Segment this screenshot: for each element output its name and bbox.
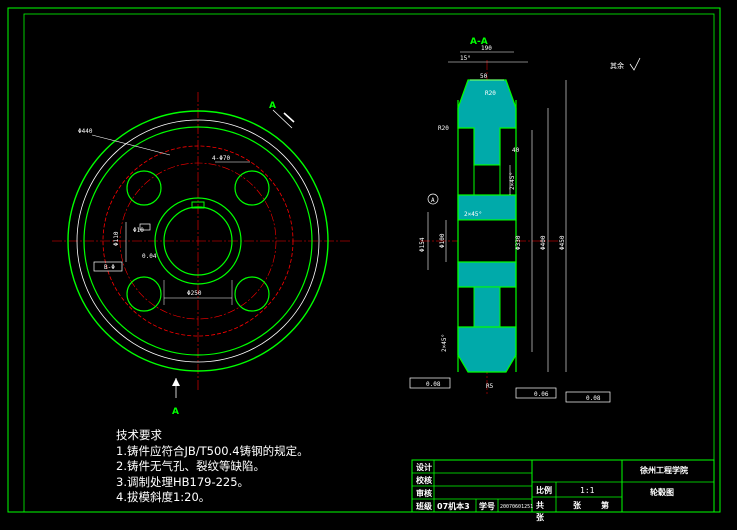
chamfer3-label: 2×45° [441,334,448,352]
note-item-3: 3.调制处理HB179-225。 [116,474,250,489]
od1-label: Φ400 [540,235,547,250]
datum-circle [427,193,439,205]
datum-letter: A [431,197,435,204]
rim-edge-circle [76,119,320,363]
od-label: Φ440 [78,128,93,135]
tol-box [139,223,151,231]
bore [457,219,517,263]
front-view: Φ440 4-Φ70 Φ250 Φ110 Φ10 B-Φ 0.04 A A [52,92,350,417]
section-cut-top [283,112,295,123]
top-width-label: 190 [481,45,492,52]
outer-frame [7,7,721,513]
arrow-head [172,378,180,386]
tb-check-label: 校核 [416,475,432,485]
tol-frame-mid [515,387,557,399]
tb-total-label: 共 [536,500,544,510]
section-arrow-top [272,109,293,129]
section-marker-top: A [269,101,276,111]
technical-requirements: 技术要求 1.铸件应符合JB/T500.4铸钢的规定。 2.铸件无气孔、裂纹等缺… [116,428,309,506]
note-item-2: 2.铸件无气孔、裂纹等缺陷。 [116,459,265,473]
bottom-tol1-label: 0.08 [426,381,441,388]
hub-bottom-section [457,261,517,288]
tb-student-id-label: 学号 [479,501,495,511]
rim-inner-circle [83,126,313,356]
section-marker-bottom: A [172,407,179,417]
hub-outer-circle [154,197,242,285]
tb-class-label: 班级 [416,501,433,511]
outer-rim-circle [67,110,329,372]
tb-page-label: 第 [601,500,609,510]
note-item-1: 1.铸件应符合JB/T500.4铸钢的规定。 [116,443,309,458]
bolt-hole-tl [126,170,162,206]
od2-label: Φ450 [559,235,566,250]
chamfer2-label: 2×45° [464,211,482,218]
keyway-label: B-Φ [104,264,115,271]
hub-od-label: Φ154 [419,237,426,252]
tb-scale-label: 比例 [536,485,552,495]
hub-dia-label: Φ110 [113,231,120,246]
web-thick-label: 40 [512,147,520,154]
datum-box [93,261,123,272]
datum-note-label: 0.04 [142,253,157,260]
r20-label: R20 [438,125,449,132]
hub-dim-label: Φ10 [133,227,144,234]
od-leader [91,134,171,156]
bottom-tol2-label: 0.06 [534,391,549,398]
title-block: 设计 校核 审核 班级 07机本3 学号 20070601251 比例 1:1 … [411,459,715,522]
tb-class-value: 07机本3 [437,501,470,511]
bolt-circle-label: 4-Φ70 [212,155,230,162]
bolt-circle [119,162,277,320]
angle-label: 15° [460,55,471,62]
tb-student-id-value: 20070601251 [500,504,533,510]
tol-frame-left [409,377,451,389]
bottom-rim-section [457,326,517,373]
tb-school: 徐州工程学院 [639,465,688,475]
web-bottom [473,286,501,328]
web-circle [102,145,294,337]
note-item-4: 4.拔模斜度1:20。 [116,490,211,504]
tol-frame-right [565,391,611,403]
rim-id-label: Φ330 [515,235,522,250]
runout-label: 0.08 [586,395,601,402]
notes-title: 技术要求 [116,428,162,442]
inner-frame [23,13,715,513]
tb-sheet-label: 张 [573,501,582,510]
section-view: A-A 190 15° 50 R20 R20 40 2×45° 2×45° A … [409,37,641,403]
groove-depth-label: R20 [485,90,496,97]
tb-review-label: 审核 [416,488,432,498]
bolt-hole-bl [126,276,162,312]
hub-bore-circle [163,206,233,276]
groove-width-label: 50 [480,73,488,80]
tb-design-label: 设计 [416,462,432,472]
bolt-hole-br [234,276,270,312]
section-label: A-A [470,37,488,47]
bore-label: Φ100 [439,233,446,248]
bolt-hole-tr [234,170,270,206]
web-top [473,164,501,196]
r5-label: R5 [486,383,494,390]
roughness-note: 其余 [610,61,624,70]
tb-scale-value: 1:1 [580,486,595,495]
tb-zhang: 张 [536,513,545,522]
tb-drawing-name: 轮毂图 [650,487,674,497]
bolt-span-label: Φ250 [187,290,202,297]
chamfer1-label: 2×45° [509,172,516,190]
keyway [191,201,205,209]
roughness-symbol [629,57,641,71]
